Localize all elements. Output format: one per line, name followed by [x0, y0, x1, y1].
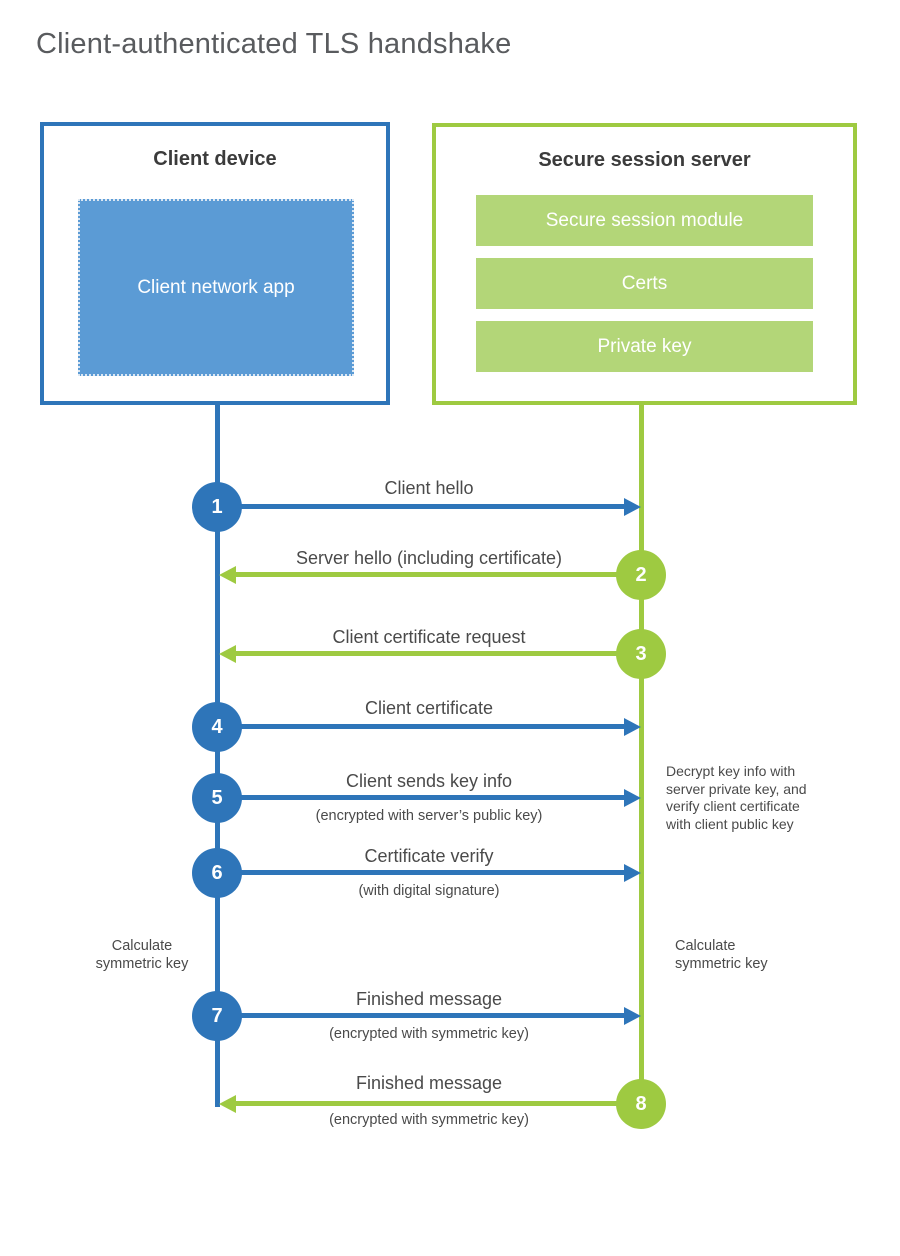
- step4-arrow-right: [217, 717, 641, 736]
- step3-circle: 3: [616, 629, 666, 679]
- step1-number: 1: [211, 495, 223, 518]
- step3-number: 3: [635, 642, 647, 665]
- step2-label: Server hello (including certificate): [295, 548, 563, 568]
- step5-label: Client sends key info: [345, 771, 513, 791]
- step3-label: Client certificate request: [332, 627, 526, 647]
- client-network-app-box: Client network app: [78, 199, 354, 376]
- step7-label: Finished message: [355, 989, 503, 1009]
- step2-number: 2: [635, 563, 647, 586]
- server-decrypt-note: Decrypt key info with server private key…: [666, 763, 807, 832]
- server-calculate-symmetric-key-note: Calculate symmetric key: [675, 938, 768, 972]
- client-device-title: Client device: [153, 148, 277, 170]
- server-box-title: Secure session server: [538, 149, 751, 171]
- server-lifeline: [639, 405, 644, 1105]
- module-secure-session: Secure session module: [476, 195, 813, 246]
- step4-number: 4: [211, 715, 223, 738]
- step7-arrow-right: [217, 1006, 641, 1025]
- page-title: Client-authenticated TLS handshake: [36, 28, 512, 60]
- step8-number: 8: [635, 1092, 647, 1115]
- secure-session-server-box: Secure session server Secure session mod…: [432, 123, 857, 405]
- step7-sublabel: (encrypted with symmetric key): [329, 1026, 529, 1042]
- step4-circle: 4: [192, 702, 242, 752]
- step5-circle: 5: [192, 773, 242, 823]
- step6-circle: 6: [192, 848, 242, 898]
- module-private-key: Private key: [476, 321, 813, 372]
- step8-arrow-left: [219, 1094, 641, 1113]
- step6-number: 6: [211, 861, 223, 884]
- client-lifeline: [215, 405, 220, 1107]
- step6-arrow-right: [217, 863, 641, 882]
- step8-sublabel: (encrypted with symmetric key): [329, 1112, 529, 1128]
- step8-label: Finished message: [355, 1073, 503, 1093]
- step7-circle: 7: [192, 991, 242, 1041]
- step6-label: Certificate verify: [364, 846, 494, 866]
- client-device-box: Client device Client network app: [40, 122, 390, 405]
- module-certs: Certs: [476, 258, 813, 309]
- step1-arrow-right: [217, 497, 641, 516]
- step7-number: 7: [211, 1004, 223, 1027]
- step5-number: 5: [211, 786, 223, 809]
- step1-circle: 1: [192, 482, 242, 532]
- step6-sublabel: (with digital signature): [358, 883, 500, 899]
- client-calculate-symmetric-key-note: Calculate symmetric key: [95, 938, 189, 972]
- client-network-app-label: Client network app: [137, 277, 295, 298]
- step5-sublabel: (encrypted with server’s public key): [315, 808, 543, 824]
- step3-arrow-left: [219, 644, 641, 663]
- step5-arrow-right: [217, 788, 641, 807]
- step2-circle: 2: [616, 550, 666, 600]
- step1-label: Client hello: [384, 478, 474, 498]
- step8-circle: 8: [616, 1079, 666, 1129]
- step4-label: Client certificate: [364, 698, 494, 718]
- step2-arrow-left: [219, 565, 641, 584]
